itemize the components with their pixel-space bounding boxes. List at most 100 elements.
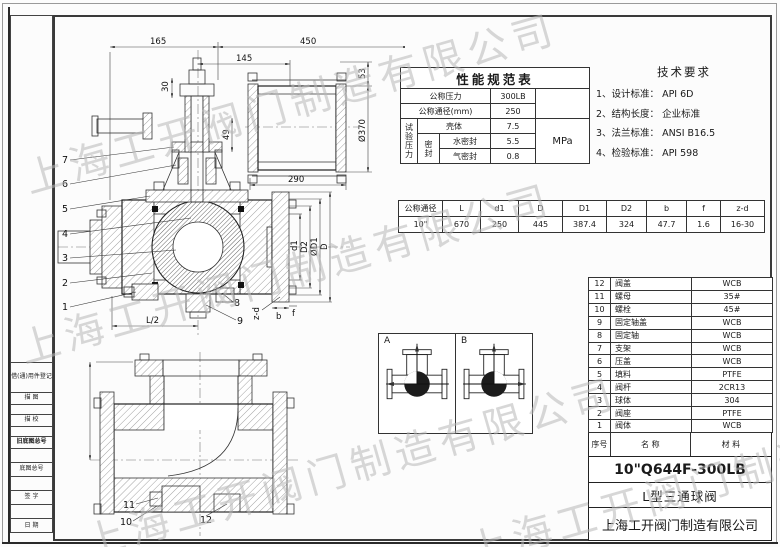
margin-empty-cell [11, 405, 52, 415]
part-material: 304 [691, 393, 773, 408]
dim-col-header: L [442, 200, 481, 217]
dim-290: 290 [288, 175, 304, 185]
margin-empty-cell [11, 477, 52, 491]
dim-D: D [320, 243, 330, 250]
part-name: 固定轴 [610, 328, 692, 343]
callout-12: 12 [200, 515, 212, 526]
part-material: PTFE [691, 406, 773, 420]
flow-diagram-a: A [378, 333, 456, 434]
part-name: 阀盖 [610, 277, 692, 291]
part-no: 8 [588, 328, 611, 343]
part-no: 10 [588, 302, 611, 317]
dim-half-l: L/2 [146, 316, 159, 326]
callout-6: 6 [62, 179, 68, 190]
part-no: 12 [588, 277, 611, 291]
margin-empty-cell [11, 505, 52, 519]
margin-row-tracing: 描 图 [11, 393, 52, 405]
part-callouts: 7 6 5 4 3 2 1 8 9 [62, 146, 243, 327]
company-name: 上海工开阀门制造有限公司 [588, 508, 772, 541]
model-designation: 10"Q644F-300LB [588, 457, 772, 483]
part-no: 7 [588, 341, 611, 356]
gas-seal-value: 0.8 [490, 148, 536, 164]
part-name: 阀座 [610, 406, 692, 420]
dim-D1: ØD1 [309, 237, 320, 256]
dim-col-header: 公称通径 [398, 200, 443, 217]
dim-col-header: f [686, 200, 721, 217]
flow-diagram-a-sketch [386, 343, 449, 400]
dim-value: 1.6 [686, 216, 721, 233]
parts-header-no: 序号 [589, 433, 611, 456]
dim-30: 30 [161, 81, 171, 92]
flow-diagram-b: B [455, 333, 533, 434]
sheet-bottom-edge [2, 542, 778, 544]
front-section-view: 11 10 12 [88, 352, 300, 536]
callout-5: 5 [62, 204, 68, 215]
part-material: 45# [691, 302, 773, 317]
dim-value: 445 [518, 216, 563, 233]
margin-title-strip: 借(通)用件登记 描 图 描 校 旧底图总号 底图总号 签 字 日 期 [10, 15, 53, 533]
dimension-annotations: 165 450 145 30 49 53 Ø370 290 d1 [109, 37, 405, 330]
dimension-table: 公称通径 L d1 D D1 D2 b f z-d 10" 670 250 44… [398, 200, 765, 233]
dim-col-header: D1 [562, 200, 607, 217]
part-material: WCB [691, 341, 773, 356]
nominal-diameter-label: 公称通径(mm) [400, 103, 491, 119]
margin-row-tracing-check: 描 校 [11, 415, 52, 427]
part-no: 11 [588, 289, 611, 304]
performance-spec-table: 性能规范表 公称压力 300LB 公称通径(mm) 250 试验压力 壳体 7.… [400, 67, 590, 164]
dim-value: 10" [398, 216, 443, 233]
dim-f: f [292, 309, 296, 319]
shell-test-label: 壳体 [417, 118, 491, 134]
part-name: 球体 [610, 393, 692, 408]
margin-empty-cell [11, 16, 52, 363]
callout-7: 7 [62, 155, 68, 166]
dim-zd: z-d [252, 307, 262, 320]
dim-col-header: D2 [606, 200, 647, 217]
part-no: 6 [588, 354, 611, 369]
margin-row-master-no: 底图总号 [11, 463, 52, 477]
part-name: 阀体 [610, 418, 692, 434]
callout-9: 9 [237, 316, 243, 327]
callout-11: 11 [123, 500, 135, 511]
main-section-view [57, 50, 358, 338]
part-material: WCB [691, 328, 773, 343]
dim-value: 250 [480, 216, 519, 233]
part-material: WCB [691, 354, 773, 369]
dim-450: 450 [300, 37, 316, 47]
callout-2: 2 [62, 278, 68, 289]
tech-req-title: 技术要求 [657, 65, 711, 79]
part-name: 压盖 [610, 354, 692, 369]
margin-row-borrowed-parts: 借(通)用件登记 [11, 363, 52, 393]
part-name: 螺栓 [610, 302, 692, 317]
callout-8: 8 [234, 298, 240, 309]
callout-3: 3 [62, 253, 68, 264]
dim-col-header: z-d [720, 200, 765, 217]
dim-col-header: d1 [480, 200, 519, 217]
technical-requirements: 技术要求 1、设计标准： API 6D 2、结构长度： 企业标准 3、法兰标准：… [596, 64, 772, 168]
flow-diagram-a-label: A [384, 336, 391, 346]
part-name: 支架 [610, 341, 692, 356]
dim-col-header: b [646, 200, 687, 217]
part-material: WCB [691, 315, 773, 330]
dim-b: b [276, 312, 281, 322]
nominal-diameter-value: 250 [490, 103, 536, 119]
dim-col-header: D [518, 200, 563, 217]
dim-D2: D2 [300, 241, 310, 253]
spec-empty-cell [535, 88, 590, 119]
tech-req-item: 2、结构长度： 企业标准 [596, 108, 701, 120]
margin-empty-cell [11, 449, 52, 463]
dim-dia370: Ø370 [357, 119, 368, 142]
callout-10: 10 [120, 517, 132, 528]
dim-d1: d1 [290, 240, 300, 251]
parts-list-header: 序号 名 称 材 料 [588, 433, 772, 457]
callout-1: 1 [62, 302, 68, 313]
part-name: 填料 [610, 367, 692, 382]
flow-diagram-b-label: B [461, 336, 468, 346]
